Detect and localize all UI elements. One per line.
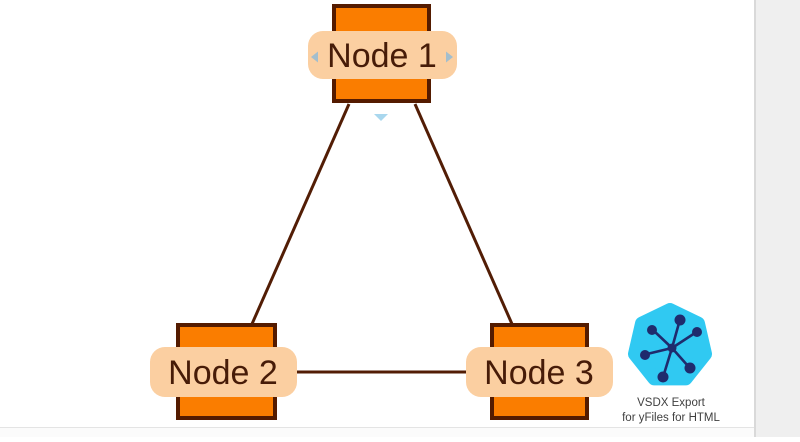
node-node1[interactable]: Node 1 [308, 4, 457, 103]
edge-node1-node2[interactable] [250, 103, 351, 325]
yfiles-watermark[interactable]: VSDX Export for yFiles for HTML [622, 303, 720, 424]
yfiles-molecule-icon [640, 314, 702, 383]
pan-right-icon[interactable] [446, 51, 453, 63]
edge-node1-node3[interactable] [413, 103, 514, 325]
node1-label: Node 1 [327, 37, 437, 75]
node3-label: Node 3 [484, 354, 594, 392]
node1-label-bg[interactable] [308, 31, 457, 79]
node-node2[interactable]: Node 2 [150, 323, 297, 420]
node3-label-bg[interactable] [466, 347, 613, 397]
node1-handles [311, 51, 453, 121]
right-panel [754, 0, 800, 437]
node2-label-bg[interactable] [150, 347, 297, 397]
edge-layer [250, 103, 514, 374]
node2-label: Node 2 [168, 354, 278, 392]
watermark-line2: for yFiles for HTML [622, 412, 720, 424]
watermark-line1: VSDX Export [637, 397, 706, 409]
bottom-strip [0, 427, 754, 437]
pan-down-icon[interactable] [374, 114, 388, 121]
pan-left-icon[interactable] [311, 51, 318, 63]
node-node3[interactable]: Node 3 [466, 323, 613, 420]
